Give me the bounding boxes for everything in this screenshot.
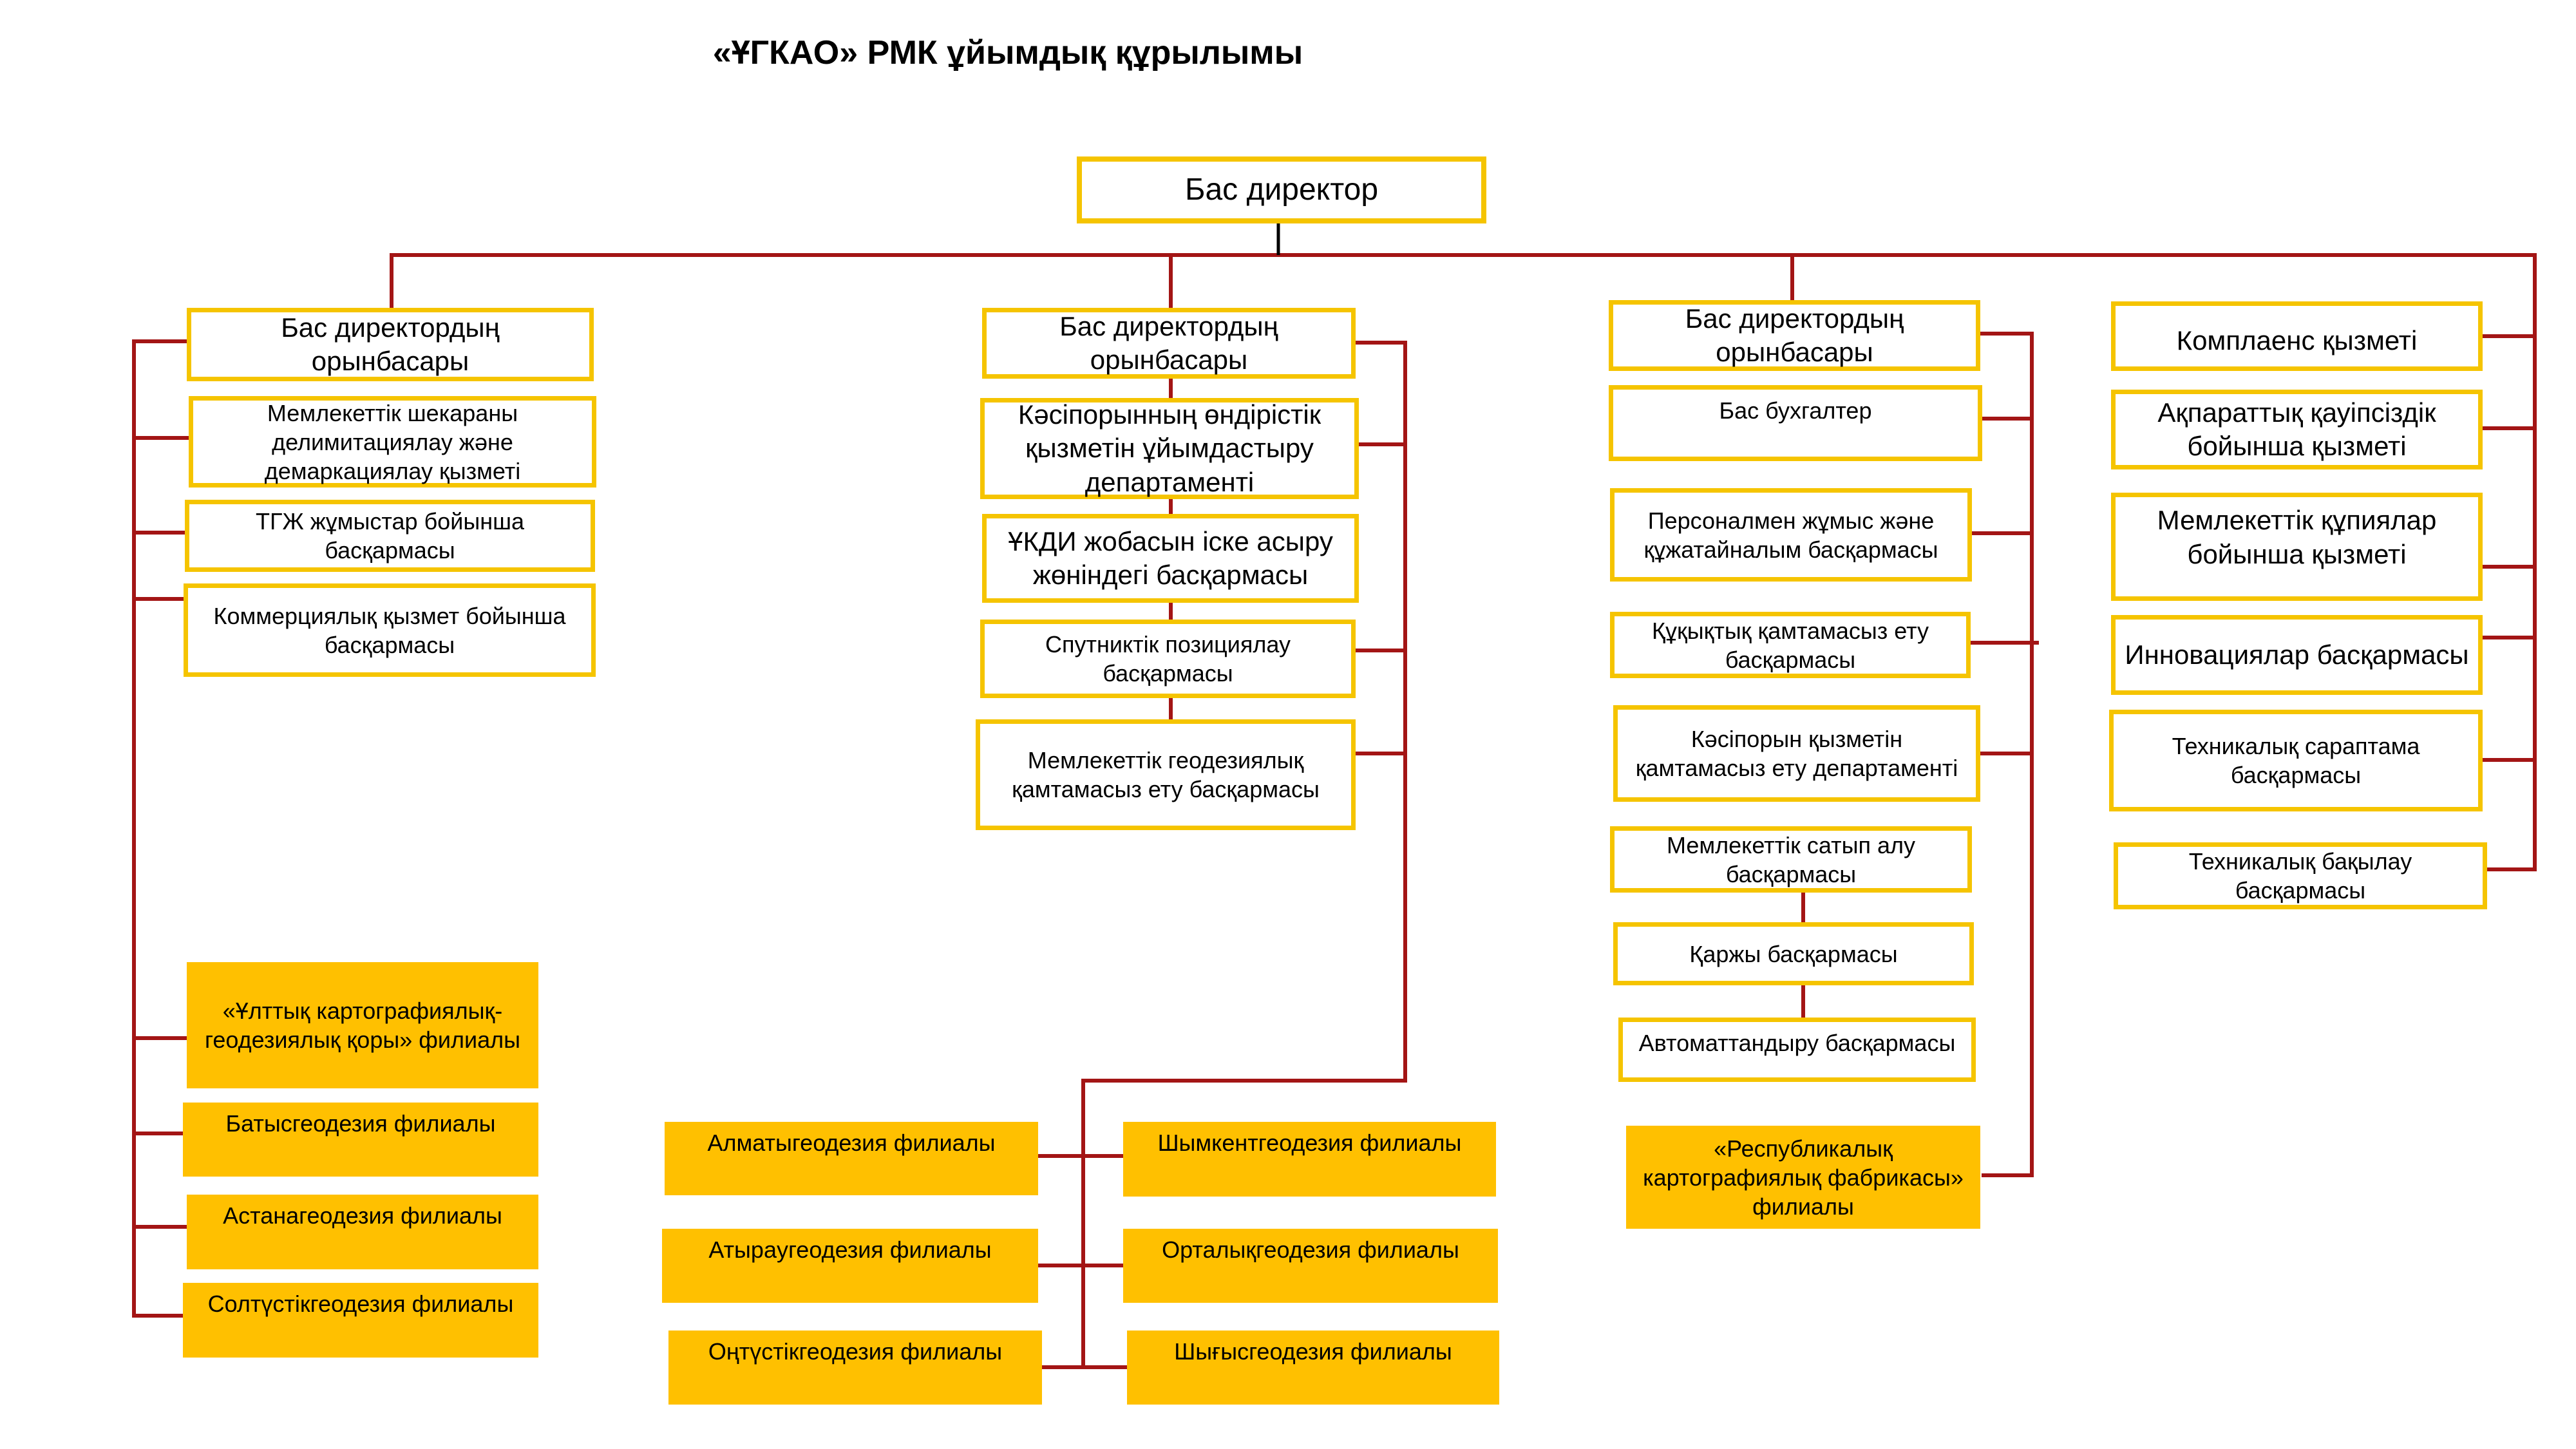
column2-branch-box: Алматыгеодезия филиалы (665, 1122, 1038, 1195)
column1-branch-label: Астанагеодезия филиалы (223, 1202, 502, 1229)
column3-unit-box: Мемлекеттік сатып алу басқармасы (1610, 826, 1972, 893)
column3-unit-label: Персоналмен жұмыс және құжатайналым басқ… (1643, 507, 1938, 563)
column1-unit-box: Мемлекеттік шекараны делимитациялау және… (189, 396, 596, 488)
column2-branch-box: Шығысгеодезия филиалы (1127, 1331, 1499, 1405)
column3-right-spine (1978, 332, 2034, 748)
column3-unit-box: Кәсіпорын қызметін қамтамасыз ету департ… (1613, 705, 1980, 802)
column4-unit-label: Инновациялар басқармасы (2125, 639, 2469, 670)
column2-unit-box: Мемлекеттік геодезиялық қамтамасыз ету б… (976, 719, 1356, 830)
column2-branch-label: Шымкентгеодезия филиалы (1157, 1130, 1462, 1156)
column3-unit-box: Құқықтық қамтамасыз ету басқармасы (1610, 612, 1971, 678)
column1-branch-label: Батысгеодезия филиалы (225, 1110, 496, 1137)
column1-head-label: Бас директордың орынбасары (281, 312, 500, 377)
chart-title: «ҰГКАО» РМК ұйымдық құрылымы (712, 34, 1303, 71)
column3-head-label: Бас директордың орынбасары (1685, 303, 1904, 368)
column2-right-connectors (1354, 442, 1407, 755)
column4-unit-box: Мемлекеттік құпиялар бойынша қызметі (2111, 493, 2483, 601)
column3-unit-label: Мемлекеттік сатып алу басқармасы (1666, 831, 1915, 887)
column1-branch-box: Батысгеодезия филиалы (183, 1103, 538, 1177)
column4-unit-box: Техникалық сараптама басқармасы (2109, 710, 2483, 811)
column3-unit-label: Кәсіпорын қызметін қамтамасыз ету департ… (1635, 726, 1958, 781)
ceo-label: Бас директор (1184, 173, 1379, 207)
column3-outer-spine (1967, 449, 2039, 1177)
column1-branch-box: «Ұлттық картографиялық-геодезиялық қоры»… (187, 962, 538, 1088)
column3-unit-box: Автоматтандыру басқармасы (1618, 1018, 1976, 1082)
column1-head-box: Бас директордың орынбасары (187, 308, 594, 381)
column4-unit-label: Комплаенс қызметі (2176, 325, 2418, 355)
column3-unit-box: Персоналмен жұмыс және құжатайналым басқ… (1610, 488, 1972, 582)
column2-branch-box: Шымкентгеодезия филиалы (1123, 1122, 1496, 1197)
column2-unit-label: ҰКДИ жобасын іске асыру жөніндегі басқар… (1008, 526, 1333, 591)
column4-unit-label: Техникалық бақылау басқармасы (2188, 848, 2412, 904)
column1-branch-box: Солтүстікгеодезия филиалы (183, 1283, 538, 1358)
column4-unit-label: Ақпараттық қауіпсіздік бойынша қызметі (2157, 397, 2436, 462)
column4-unit-box: Техникалық бақылау басқармасы (2114, 842, 2487, 909)
column1-branch-box: Астанагеодезия филиалы (187, 1195, 538, 1269)
column3-head-box: Бас директордың орынбасары (1609, 300, 1980, 371)
column3-branch-label: «Республикалық картографиялық фабрикасы»… (1643, 1135, 1964, 1220)
column3-unit-label: Құқықтық қамтамасыз ету басқармасы (1652, 617, 1929, 673)
top-distribution-line (390, 253, 2537, 871)
column1-branch-label: Солтүстікгеодезия филиалы (207, 1291, 514, 1317)
column2-unit-box: ҰКДИ жобасын іске асыру жөніндегі басқар… (982, 514, 1359, 603)
column1-unit-box: Коммерциялық қызмет бойынша басқармасы (184, 583, 596, 677)
column3-unit-box: Бас бухгалтер (1609, 385, 1982, 461)
column3-branch-box: «Республикалық картографиялық фабрикасы»… (1626, 1126, 1980, 1229)
column2-branch-label: Орталықгеодезия филиалы (1162, 1236, 1459, 1263)
ceo-box: Бас директор (1077, 156, 1486, 223)
column2-head-label: Бас директордың орынбасары (1059, 310, 1278, 375)
column1-unit-box: ТГЖ жұмыстар бойынша басқармасы (185, 500, 595, 572)
column2-branch-label: Атырaугеодезия филиалы (708, 1236, 992, 1263)
column2-branch-box: Орталықгеодезия филиалы (1123, 1229, 1498, 1303)
column2-right-spine (1081, 341, 1407, 1369)
column2-branch-box: Атырaугеодезия филиалы (662, 1229, 1038, 1303)
column4-connectors (2481, 334, 2537, 871)
column4-unit-box: Ақпараттық қауіпсіздік бойынша қызметі (2111, 390, 2483, 469)
column2-head-box: Бас директордың орынбасары (982, 308, 1356, 379)
column4-unit-box: Инновациялар басқармасы (2111, 615, 2483, 695)
column4-unit-box: Комплаенс қызметі (2111, 301, 2483, 371)
column3-unit-label: Автоматтандыру басқармасы (1638, 1030, 1956, 1056)
column2-unit-label: Спутниктік позициялау басқармасы (1045, 631, 1291, 687)
column2-branch-label: Алматыгеодезия филиалы (707, 1130, 996, 1156)
column3-unit-label: Бас бухгалтер (1719, 397, 1872, 424)
column3-unit-label: Қаржы басқармасы (1689, 940, 1898, 967)
column2-branch-box: Оңтүстікгеодезия филиалы (668, 1331, 1042, 1405)
column1-branch-label: «Ұлттық картографиялық-геодезиялық қоры»… (204, 998, 520, 1053)
column1-unit-label: Коммерциялық қызмет бойынша басқармасы (213, 602, 566, 658)
column2-unit-box: Спутниктік позициялау басқармасы (980, 620, 1356, 698)
column4-unit-label: Техникалық сараптама басқармасы (2172, 733, 2420, 788)
column2-branch-label: Оңтүстікгеодезия филиалы (708, 1338, 1003, 1365)
column2-branch-label: Шығысгеодезия филиалы (1174, 1338, 1452, 1365)
column3-unit-box: Қаржы басқармасы (1613, 922, 1974, 985)
column2-unit-label: Мемлекеттік геодезиялық қамтамасыз ету б… (1012, 747, 1320, 802)
column2-unit-label: Кәсіпорынның өндірістік қызметін ұйымдас… (1018, 399, 1321, 497)
column2-unit-box: Кәсіпорынның өндірістік қызметін ұйымдас… (980, 398, 1359, 499)
column1-connectors (132, 339, 189, 1318)
column2-branch-connectors (1035, 1154, 1129, 1369)
column1-unit-label: ТГЖ жұмыстар бойынша басқармасы (256, 508, 524, 564)
column1-unit-label: Мемлекеттік шекараны делимитациялау және… (264, 399, 521, 484)
column4-unit-label: Мемлекеттік құпиялар бойынша қызметі (2157, 505, 2437, 569)
